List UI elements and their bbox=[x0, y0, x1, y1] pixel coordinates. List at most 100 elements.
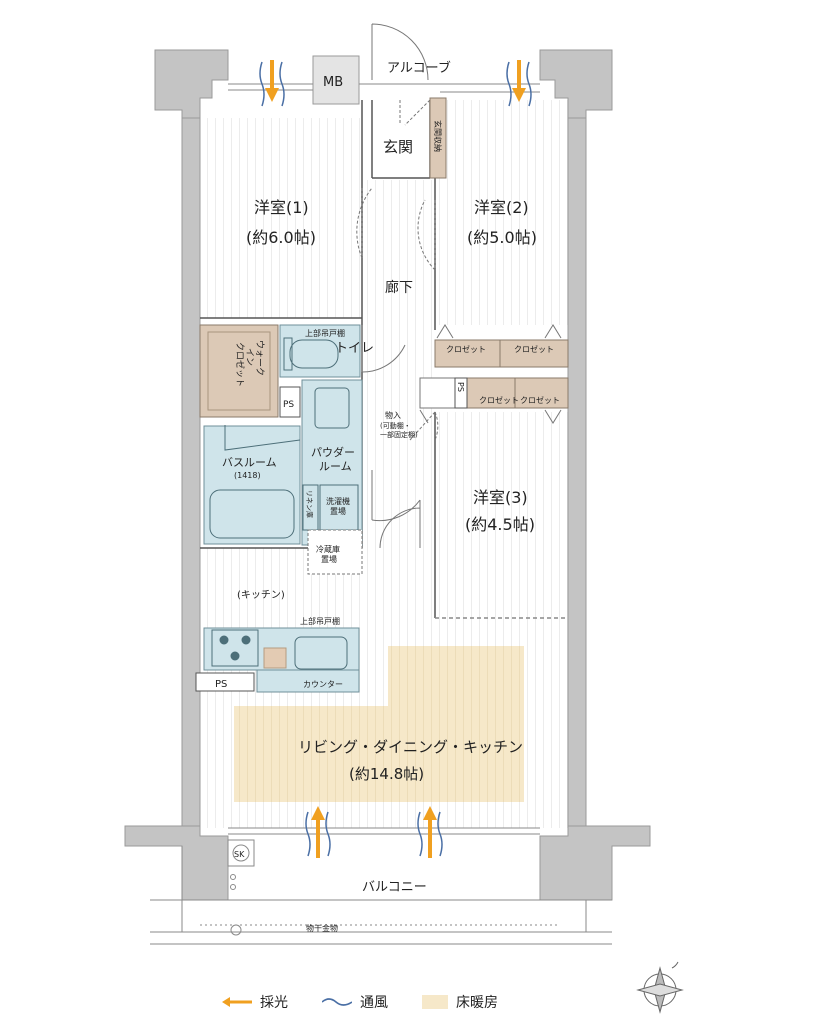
legend-floor-heating-label: 床暖房 bbox=[456, 995, 498, 1011]
legend-ventilation-label: 通風 bbox=[360, 995, 388, 1011]
room2-door bbox=[417, 199, 436, 271]
storage-label-1: 物入 bbox=[385, 410, 401, 420]
wet-areas bbox=[203, 324, 363, 693]
closets bbox=[199, 97, 569, 418]
wall-left bbox=[181, 117, 201, 827]
ps-label-3: PS bbox=[215, 679, 227, 690]
fridge-label-2: 置場 bbox=[321, 554, 337, 564]
wall-bottom-right bbox=[539, 825, 651, 901]
wall-bottom-left bbox=[124, 825, 229, 901]
ldk-size: (約14.8帖) bbox=[349, 765, 424, 783]
floor-heating-swatch-icon bbox=[422, 995, 448, 1009]
room3-door bbox=[409, 411, 439, 441]
powder-door bbox=[371, 470, 421, 522]
closet-label-3: クロゼット bbox=[479, 395, 519, 405]
corridor-label: 廊下 bbox=[385, 279, 413, 296]
door-swings bbox=[356, 23, 439, 549]
closet-door-marks bbox=[419, 324, 562, 424]
closet-room2-b bbox=[499, 339, 569, 368]
counter-label: カウンター bbox=[303, 680, 343, 689]
bathroom-label: バスルーム bbox=[222, 456, 277, 469]
legend-daylight-label: 採光 bbox=[260, 995, 288, 1011]
ps-box-1 bbox=[279, 386, 301, 418]
wall-top-left bbox=[154, 49, 229, 119]
legend: 採光 通風 床暖房 bbox=[222, 990, 532, 1014]
toilet-upper-cabinet: 上部吊戸棚 bbox=[305, 328, 345, 338]
closet-room3-b bbox=[514, 377, 569, 409]
labels: アルコーブ MB 玄関 玄関収納 洋室(1) (約6.0帖) 洋室(2) (約5… bbox=[215, 60, 560, 933]
walkin-closet bbox=[199, 324, 279, 418]
room1-floor bbox=[200, 118, 362, 318]
powder-sink bbox=[314, 387, 350, 429]
washer-label-1: 洗濯機 bbox=[326, 496, 350, 506]
walkin-label-2: イン bbox=[244, 348, 254, 366]
room1-door bbox=[356, 187, 373, 259]
floor-heating-areas bbox=[234, 646, 524, 802]
storage-label-2: (可動棚・ bbox=[380, 421, 411, 430]
wall-right bbox=[567, 117, 587, 827]
legend-daylight: 採光 bbox=[222, 992, 288, 1012]
ps-boxes bbox=[195, 377, 468, 692]
storage-label-3: 一部固定棚) bbox=[380, 430, 418, 439]
walkin-label-1: ウォーク bbox=[254, 340, 265, 376]
room1-size: (約6.0帖) bbox=[246, 228, 316, 247]
fixtures bbox=[209, 337, 359, 670]
ps-box-2 bbox=[454, 377, 468, 409]
legend-ventilation: 通風 bbox=[322, 992, 388, 1012]
closet-label-1: クロゼット bbox=[446, 344, 486, 354]
ldk-name: リビング・ダイニング・キッチン bbox=[298, 738, 523, 756]
toilet-bowl bbox=[289, 339, 339, 369]
genkan-label: 玄関 bbox=[383, 138, 413, 156]
closet-label-4: クロゼット bbox=[520, 395, 560, 405]
ps-box-3 bbox=[195, 672, 255, 692]
genkan-door bbox=[399, 99, 431, 126]
toilet-door bbox=[361, 325, 406, 373]
balcony bbox=[150, 839, 612, 945]
kitchen-sink bbox=[294, 636, 348, 670]
stove bbox=[211, 629, 259, 667]
kitchen-label: (キッチン) bbox=[237, 589, 285, 601]
floor-heating-1 bbox=[388, 646, 524, 706]
alcove-label: アルコーブ bbox=[387, 60, 451, 76]
mb-label: MB bbox=[323, 75, 343, 90]
wind-marks bbox=[259, 61, 532, 857]
sk-label: SK bbox=[234, 850, 245, 859]
powder-label-1: パウダー bbox=[311, 445, 355, 459]
genkan-storage bbox=[429, 97, 447, 179]
mb-box bbox=[312, 55, 360, 105]
bathtub bbox=[209, 489, 295, 539]
linen-label: リネン庫 bbox=[305, 490, 314, 518]
bathroom-size: (1418) bbox=[234, 471, 261, 480]
ps-label-2: PS bbox=[456, 382, 465, 392]
room2-floor bbox=[435, 100, 568, 325]
kitchen-upper-cabinet: 上部吊戸棚 bbox=[300, 616, 340, 626]
wind-wave-icon bbox=[322, 998, 352, 1006]
kitchen-accent bbox=[263, 647, 287, 669]
genkan-storage-label: 玄関収納 bbox=[433, 120, 443, 152]
powder-label-2: ルーム bbox=[319, 460, 352, 473]
sk-box bbox=[227, 839, 255, 867]
closet-room2-a bbox=[434, 339, 501, 368]
room1-name: 洋室(1) bbox=[254, 198, 309, 217]
bathroom-room bbox=[203, 425, 301, 545]
clothes-dryer-label: 物干金物 bbox=[306, 923, 338, 933]
daylight-arrow-icon bbox=[222, 997, 252, 1007]
closet-label-2: クロゼット bbox=[514, 344, 554, 354]
toilet-label: トイレ bbox=[335, 341, 374, 356]
room3-name: 洋室(3) bbox=[473, 488, 528, 507]
powder-room bbox=[301, 379, 363, 546]
compass-icon bbox=[636, 961, 684, 1014]
washer-label-2: 置場 bbox=[330, 506, 346, 516]
fridge-space bbox=[307, 529, 363, 575]
room2-name: 洋室(2) bbox=[474, 198, 529, 217]
floor-heating-2 bbox=[234, 706, 524, 802]
windows bbox=[228, 83, 540, 835]
kitchen-counter-bottom bbox=[256, 669, 360, 693]
ldk-door bbox=[379, 500, 421, 549]
room3-size: (約4.5帖) bbox=[465, 515, 535, 534]
entrance-door bbox=[371, 23, 429, 81]
balcony-label: バルコニー bbox=[362, 880, 427, 895]
daylight-arrows bbox=[265, 60, 526, 858]
walkin-label-3: クロゼット bbox=[234, 342, 246, 387]
